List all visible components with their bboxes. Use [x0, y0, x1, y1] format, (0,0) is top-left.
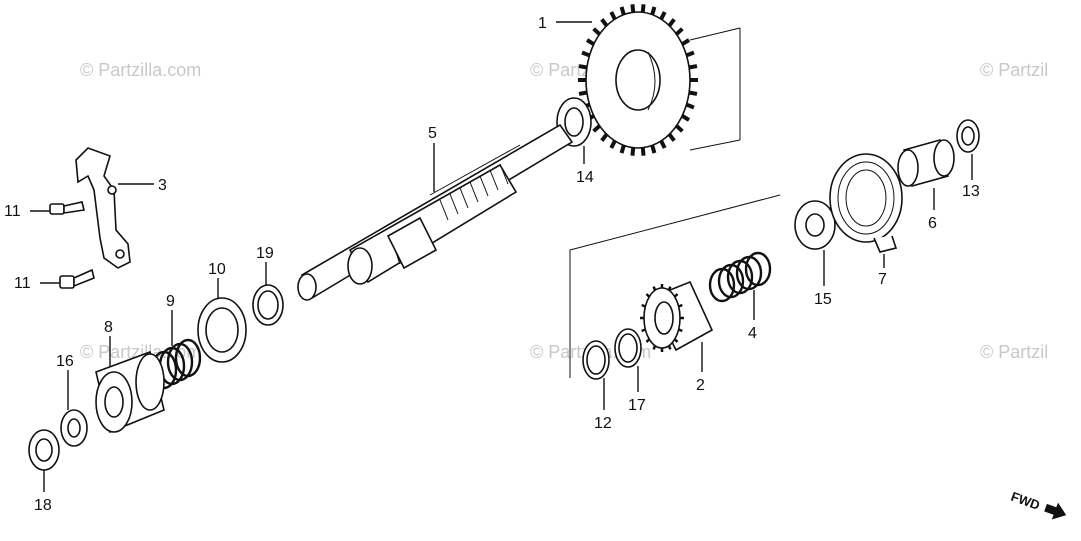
gear-part-1 [578, 4, 698, 156]
callout-2: 2 [696, 377, 705, 394]
callout-1: 1 [538, 15, 547, 32]
callout-16: 16 [56, 353, 74, 370]
washer-part-16 [60, 409, 88, 447]
callout-17: 17 [628, 397, 646, 414]
callout-18: 18 [34, 497, 52, 514]
circlip-part-19 [252, 284, 284, 326]
watermark: © Partzil [980, 342, 1048, 362]
assembly-boundary [569, 27, 781, 378]
circlip-part-17 [614, 328, 642, 368]
callout-15: 15 [814, 291, 832, 308]
callout-11-lower: 11 [14, 275, 31, 292]
watermark: © Partzil [980, 60, 1048, 80]
callout-13: 13 [962, 183, 980, 200]
bolt-part-11-upper [49, 201, 85, 215]
callout-10: 10 [208, 261, 226, 278]
callout-12: 12 [594, 415, 612, 432]
spring-part-4 [708, 251, 772, 303]
fwd-label: FWD [1009, 489, 1042, 513]
arrow-right-icon [1044, 502, 1067, 520]
callout-14: 14 [576, 169, 594, 186]
callout-6: 6 [928, 215, 937, 232]
collar-part-6 [897, 139, 955, 187]
callout-9: 9 [166, 293, 175, 310]
washer-part-13 [956, 119, 980, 153]
callout-4: 4 [748, 325, 757, 342]
ratchet-part-8 [95, 350, 165, 434]
washer-part-10 [197, 297, 247, 363]
spindle-gear-part-2 [640, 280, 714, 352]
circlip-part-12 [582, 340, 610, 380]
callout-19: 19 [256, 245, 274, 262]
callout-11-upper: 11 [4, 203, 21, 220]
washer-part-18 [28, 429, 60, 471]
forward-direction-indicator: FWD [1009, 489, 1067, 520]
leader-lines [30, 21, 973, 492]
bracket-part-3 [75, 147, 131, 269]
callout-8: 8 [104, 319, 113, 336]
shaft-part-5 [297, 123, 574, 301]
bolt-part-11-lower [59, 268, 95, 289]
washer-part-15 [794, 200, 836, 250]
watermark: © Partzilla.com [80, 60, 201, 80]
callout-7: 7 [878, 271, 887, 288]
callout-5: 5 [428, 125, 437, 142]
callout-3: 3 [158, 177, 167, 194]
kick-spring-part-7 [829, 153, 903, 253]
